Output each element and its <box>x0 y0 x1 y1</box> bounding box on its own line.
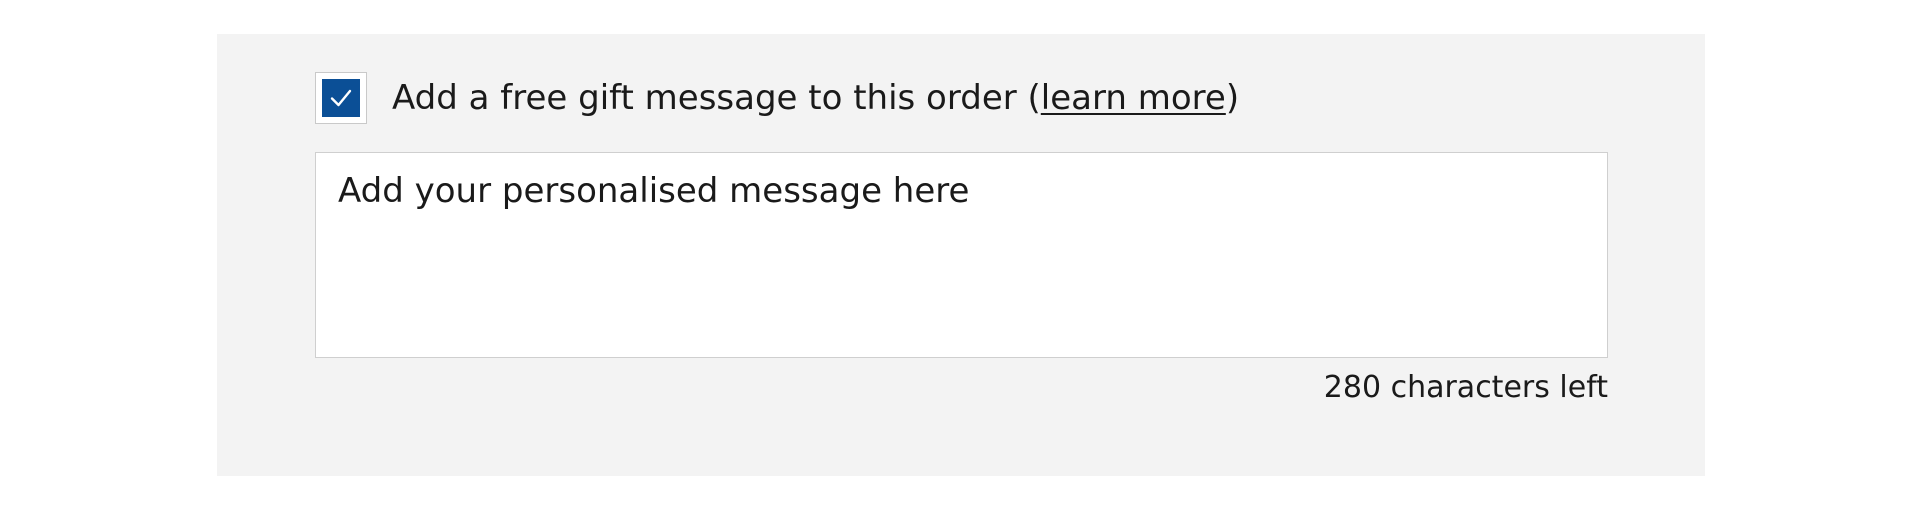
gift-label-suffix: ) <box>1225 78 1240 118</box>
checkmark-icon <box>330 89 352 107</box>
learn-more-link[interactable]: learn more <box>1040 78 1226 118</box>
checkbox-checked-fill <box>322 79 360 117</box>
gift-message-textarea[interactable] <box>315 152 1608 358</box>
gift-message-option: Add a free gift message to this order (l… <box>315 72 1239 124</box>
characters-left-counter: 280 characters left <box>1323 370 1608 405</box>
gift-message-label: Add a free gift message to this order (l… <box>392 72 1239 124</box>
gift-label-prefix: Add a free gift message to this order ( <box>392 78 1041 118</box>
gift-message-panel: Add a free gift message to this order (l… <box>217 34 1705 476</box>
gift-message-checkbox[interactable] <box>315 72 367 124</box>
